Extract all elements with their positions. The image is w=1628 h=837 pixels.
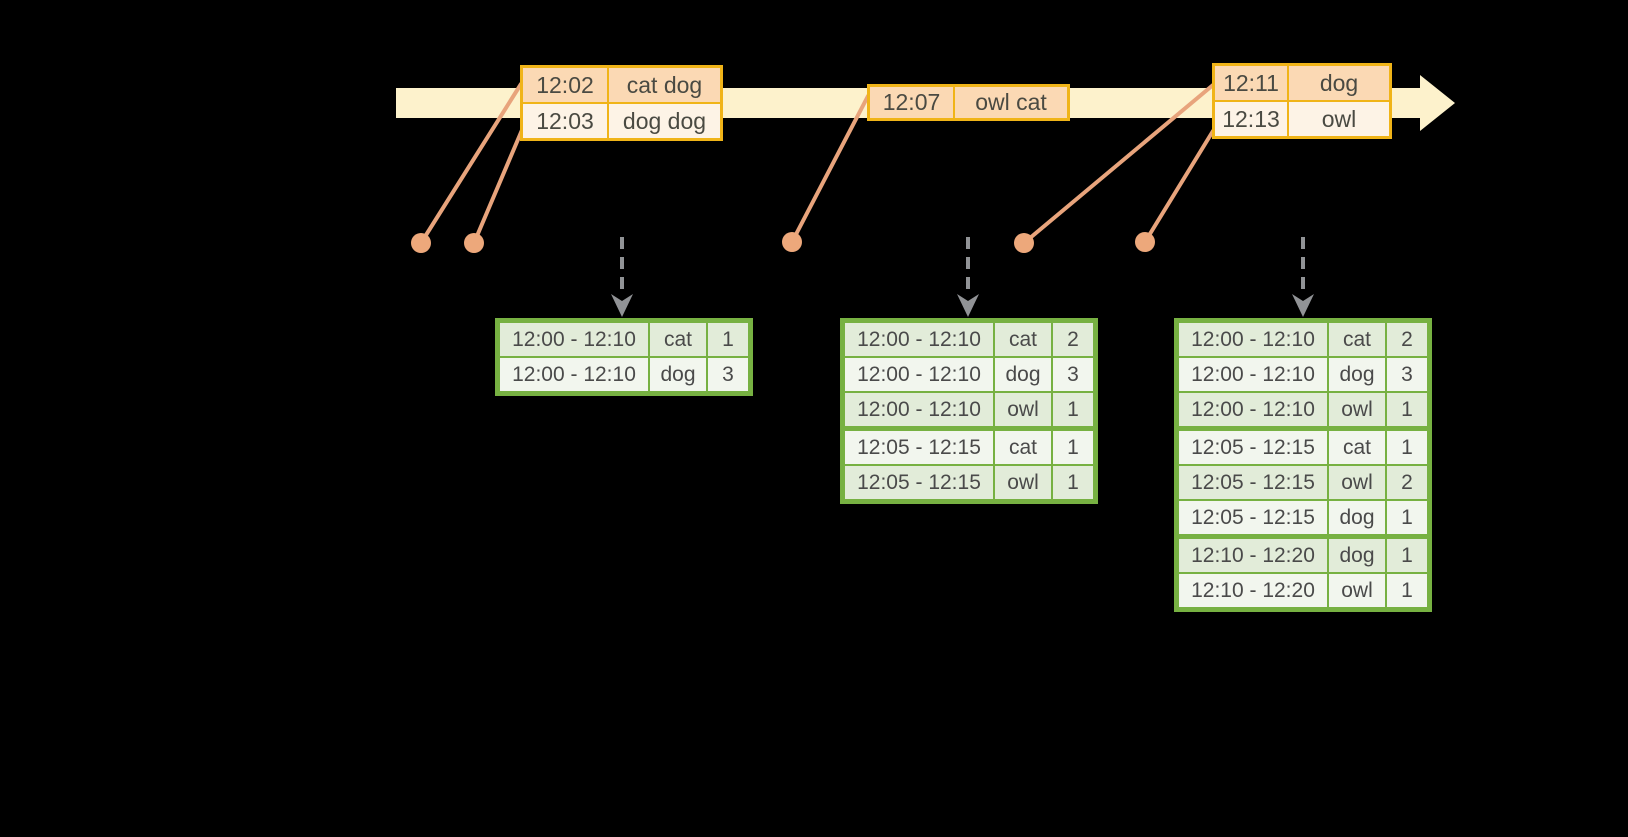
table-cell: dog [1327,499,1387,538]
table-cell: 1 [1051,426,1097,466]
event-connector-lines [419,82,1215,245]
event-dot [1014,233,1034,253]
table-cell: 12:00 - 12:10 [841,391,995,430]
table-cell: 12:00 - 12:10 [1175,319,1329,358]
table-cell: 2 [1385,319,1431,358]
table-cell: 3 [706,356,752,395]
trigger-arrows [620,237,1305,297]
table-cell: owl [1287,100,1392,139]
trigger-arrowhead-icon [611,294,633,317]
table-cell: owl [1327,464,1387,501]
table-cell: cat [1327,426,1387,466]
trigger-arrowheads [611,294,1314,317]
table-cell: cat dog [607,65,723,104]
table-cell: 1 [1385,572,1431,611]
table-cell: cat [993,319,1053,358]
table-cell: 1 [1051,464,1097,503]
event-dot [782,232,802,252]
table-cell: 1 [706,319,752,358]
table-cell: 12:05 - 12:15 [1175,499,1329,538]
table-cell: 12:11 [1212,63,1289,102]
table-cell: dog [1287,63,1392,102]
table-cell: 3 [1051,356,1097,393]
table-cell: 2 [1051,319,1097,358]
table-cell: dog dog [607,102,723,141]
table-cell: 12:00 - 12:10 [496,319,650,358]
table-cell: cat [993,426,1053,466]
table-cell: 12:00 - 12:10 [841,356,995,393]
table-cell: owl [1327,572,1387,611]
table-cell: 1 [1385,426,1431,466]
event-connector-line [472,128,524,245]
table-cell: 12:10 - 12:20 [1175,534,1329,574]
table-cell: dog [648,356,708,395]
table-cell: 12:05 - 12:15 [841,464,995,503]
table-cell: 12:07 [867,84,955,121]
table-cell: 12:00 - 12:10 [1175,391,1329,430]
table-cell: 1 [1385,499,1431,538]
table-cell: 1 [1385,391,1431,430]
table-cell: dog [1327,356,1387,393]
event-dots [411,232,1155,253]
table-cell: owl [1327,391,1387,430]
table-cell: 12:00 - 12:10 [841,319,995,358]
event-connector-line [419,82,523,245]
table-cell: dog [1327,534,1387,574]
table-cell: 12:05 - 12:15 [1175,464,1329,501]
trigger-arrowhead-icon [1292,294,1314,317]
table-cell: owl [993,464,1053,503]
table-cell: 12:00 - 12:10 [496,356,650,395]
timeline-arrow-icon [1420,75,1455,131]
table-cell: cat [1327,319,1387,358]
table-cell: 1 [1385,534,1431,574]
table-cell: dog [993,356,1053,393]
event-connector-line [1143,129,1215,244]
table-cell: 12:10 - 12:20 [1175,572,1329,611]
trigger-arrowhead-icon [957,294,979,317]
table-cell: owl [993,391,1053,430]
table-cell: 12:00 - 12:10 [1175,356,1329,393]
event-dot [464,233,484,253]
table-cell: 2 [1385,464,1431,501]
event-connector-line [790,94,870,244]
table-cell: 1 [1051,391,1097,430]
event-dot [411,233,431,253]
table-cell: cat [648,319,708,358]
table-cell: 12:05 - 12:15 [1175,426,1329,466]
table-cell: owl cat [953,84,1070,121]
event-connector-line [1022,83,1215,245]
table-cell: 12:03 [520,102,609,141]
table-cell: 12:02 [520,65,609,104]
table-cell: 12:13 [1212,100,1289,139]
table-cell: 12:05 - 12:15 [841,426,995,466]
event-dot [1135,232,1155,252]
table-cell: 3 [1385,356,1431,393]
